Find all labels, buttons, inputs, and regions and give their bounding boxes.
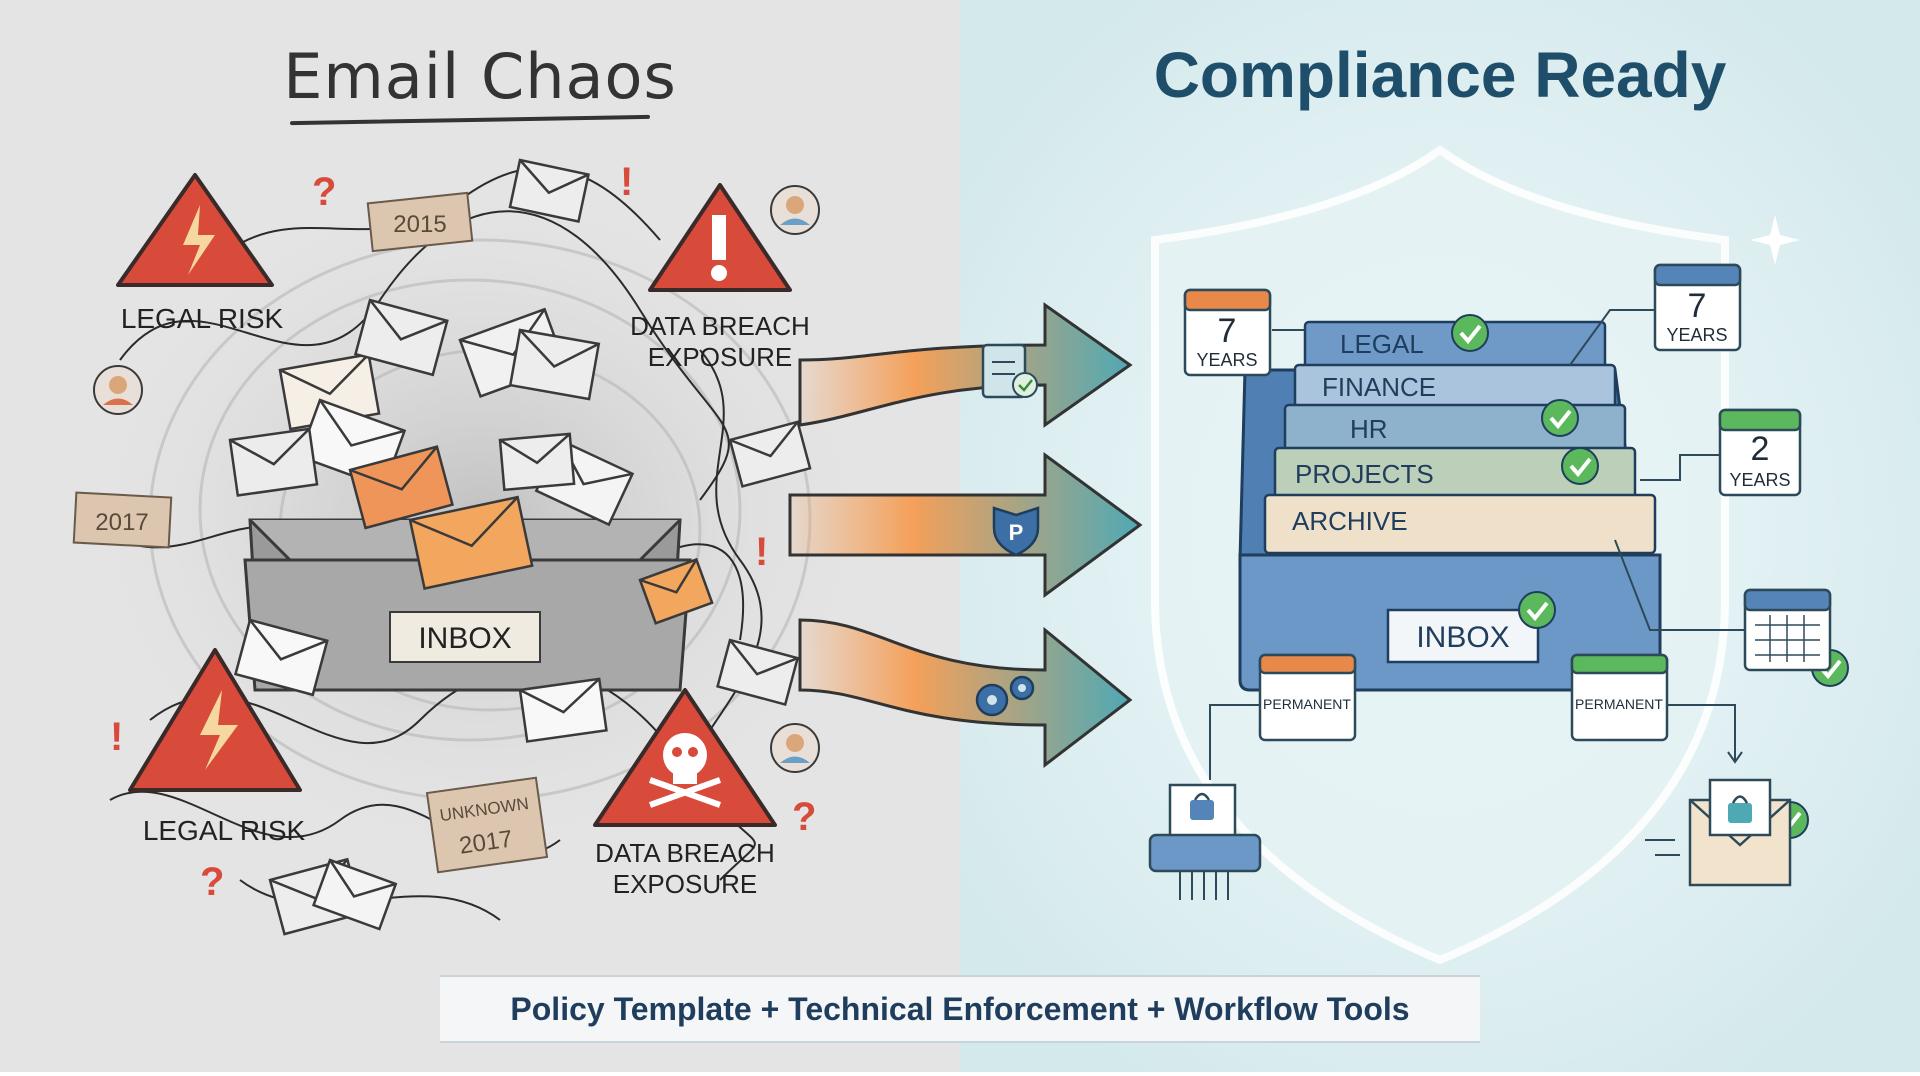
permanent-card-2: PERMANENT	[1570, 653, 1669, 742]
warning-label-legal-risk-2: LEGAL RISK	[143, 815, 306, 846]
folder-label-legal: LEGAL	[1340, 329, 1424, 359]
folder-label-archive: ARCHIVE	[1292, 506, 1408, 536]
envelope-icon	[233, 618, 329, 697]
folder-label-projects: PROJECTS	[1295, 459, 1434, 489]
folder-tabs	[1263, 320, 1657, 555]
avatar-icon	[770, 723, 820, 773]
date-tag-3: UNKNOWN 2017	[425, 776, 549, 874]
envelope-icon	[508, 158, 590, 223]
envelope-icon	[498, 432, 576, 492]
right-panel-title: Compliance Ready	[1153, 39, 1727, 111]
connector-line	[1640, 454, 1720, 481]
envelope-icon	[408, 495, 534, 590]
warning-label-data-breach-1-line2: EXPOSURE	[648, 342, 793, 372]
avatar-icon	[93, 365, 143, 415]
connector-line	[1614, 539, 1745, 631]
footer-banner: Policy Template + Technical Enforcement …	[440, 975, 1480, 1043]
arrow-middle	[788, 452, 1143, 598]
svg-text:!: !	[755, 530, 768, 574]
svg-text:?: ?	[312, 170, 336, 214]
svg-text:?: ?	[200, 860, 224, 904]
envelope-icon	[638, 557, 714, 625]
calendar-number-3: 2	[1751, 430, 1770, 468]
folder-label-finance: FINANCE	[1322, 372, 1436, 402]
warning-label-data-breach-2-line2: EXPOSURE	[613, 869, 758, 899]
calendar-icon	[1183, 288, 1272, 377]
gears-icon	[975, 675, 1035, 717]
envelope-icon	[278, 352, 381, 431]
envelope-icon	[348, 445, 454, 530]
question-marks: ? ? ? ! ! !	[110, 160, 816, 904]
warning-exclamation-icon	[648, 183, 792, 292]
clipboard-check-icon	[981, 343, 1038, 399]
check-icon	[1451, 314, 1489, 352]
locked-envelope-icon	[1645, 778, 1792, 887]
date-tag-1: 2015	[366, 191, 474, 253]
calendar-number-1: 7	[1218, 312, 1237, 350]
warning-label-data-breach-2-line1: DATA BREACH	[595, 838, 775, 868]
permanent-card-1: PERMANENT	[1258, 653, 1357, 742]
arrow-bottom	[798, 618, 1133, 769]
transition-arrows	[788, 302, 1143, 769]
warning-label-data-breach-1-line1: DATA BREACH	[630, 311, 810, 341]
svg-text:!: !	[110, 715, 123, 759]
svg-text:P: P	[1009, 520, 1024, 545]
avatar-icon	[770, 185, 820, 235]
warning-label-legal-risk-1: LEGAL RISK	[121, 303, 284, 334]
calendar-unit-3: YEARS	[1729, 470, 1790, 490]
shredder-icon	[1148, 783, 1262, 900]
warning-skull-icon	[593, 688, 777, 827]
envelope-icon	[716, 638, 800, 707]
connector-line	[1569, 309, 1655, 366]
sparkle-icon	[1750, 215, 1800, 265]
envelope-icon	[508, 328, 601, 401]
shield-p-icon: P	[992, 506, 1040, 557]
envelope-icon	[353, 298, 449, 377]
arrow-top	[798, 302, 1133, 428]
envelope-icon	[228, 427, 319, 497]
calendar-unit-1: YEARS	[1196, 350, 1257, 370]
folder-label-hr: HR	[1350, 414, 1388, 444]
check-icon	[1561, 447, 1599, 485]
check-icon	[1541, 399, 1579, 437]
calendar-icon	[1718, 408, 1802, 497]
envelope-icon	[311, 858, 398, 931]
left-panel-title: Email Chaos	[283, 40, 677, 113]
envelope-icon	[728, 420, 812, 488]
connector-line	[1667, 704, 1736, 760]
calendar-unit-2: YEARS	[1666, 325, 1727, 345]
svg-text:!: !	[620, 160, 633, 204]
svg-text:2017: 2017	[95, 509, 148, 536]
warning-lightning-icon	[128, 648, 302, 792]
envelope-pile	[228, 158, 812, 936]
check-icons	[1451, 314, 1849, 839]
calendar-icon	[1653, 263, 1742, 352]
warning-lightning-icon	[116, 173, 274, 287]
envelope-icon	[518, 677, 608, 743]
check-icon	[1518, 591, 1556, 629]
footer-text: Policy Template + Technical Enforcement …	[510, 990, 1410, 1027]
chaos-inbox-label: INBOX	[418, 622, 511, 655]
arrow-head	[1727, 751, 1743, 764]
calendar-number-2: 7	[1688, 287, 1707, 325]
connector-line	[1209, 704, 1260, 780]
svg-text:?: ?	[792, 795, 816, 839]
svg-text:2015: 2015	[393, 211, 446, 238]
compliance-inbox-plate	[1386, 608, 1540, 664]
compliance-inbox-label: INBOX	[1416, 621, 1509, 654]
folder-archive	[1263, 493, 1657, 555]
svg-text:PERMANENT: PERMANENT	[1263, 696, 1351, 712]
chaos-inbox-label-plate	[389, 611, 541, 663]
calendar-grid-icon	[1743, 588, 1832, 672]
date-tag-2: 2017	[72, 491, 173, 549]
svg-text:PERMANENT: PERMANENT	[1575, 696, 1663, 712]
